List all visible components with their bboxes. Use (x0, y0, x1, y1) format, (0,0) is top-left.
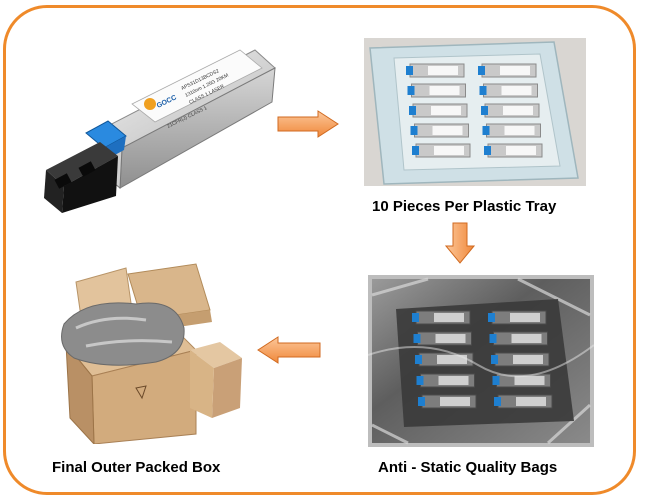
brand-logo-icon (144, 98, 156, 110)
module-blue-latch (410, 126, 418, 135)
module-blue-latch (409, 106, 416, 115)
module-blue-latch (479, 86, 487, 95)
arrow-left-icon (257, 336, 321, 364)
module-blue-latch (407, 86, 415, 95)
module-blue-latch (494, 397, 501, 406)
module-blue-latch (478, 66, 485, 75)
module-blue-latch (489, 334, 497, 343)
module-blue-latch (416, 376, 424, 385)
module-label-sticker (432, 126, 463, 135)
module-blue-latch (482, 126, 490, 135)
module-label-sticker (434, 146, 464, 155)
module-label-sticker (511, 334, 542, 343)
sfp-module-photo: GOCC APS31D13BCDS2 1310nm 1.25G 20KM CLA… (44, 49, 276, 213)
module-label-sticker (435, 334, 466, 343)
module-label-sticker (503, 106, 533, 115)
caption-anti-static-bags: Anti - Static Quality Bags (378, 459, 558, 476)
module-blue-latch (412, 146, 419, 155)
module-label-sticker (510, 313, 540, 322)
tray-modules (406, 63, 543, 158)
module-label-sticker (506, 146, 536, 155)
module-label-sticker (431, 106, 461, 115)
module-label-sticker (440, 397, 470, 406)
module-blue-latch (484, 146, 491, 155)
module-blue-latch (492, 376, 500, 385)
module-label-sticker (437, 355, 467, 364)
module-label-sticker (500, 66, 530, 75)
outer-box-photo (61, 263, 242, 444)
rounded-frame (3, 5, 636, 495)
module-label-sticker (428, 66, 458, 75)
module-blue-latch (415, 355, 422, 364)
module-blue-latch (406, 66, 413, 75)
module-blue-latch (491, 355, 498, 364)
module-blue-latch (488, 313, 495, 322)
module-blue-latch (418, 397, 425, 406)
module-label-sticker (513, 355, 543, 364)
module-label-sticker (504, 126, 535, 135)
caption-plastic-tray: 10 Pieces Per Plastic Tray (372, 198, 557, 215)
module-blue-latch (481, 106, 488, 115)
bag-modules (412, 310, 553, 409)
caption-outer-box: Final Outer Packed Box (52, 459, 221, 476)
module-label-sticker (429, 86, 460, 95)
warning-triangle-icon (135, 385, 147, 400)
module-blue-latch (413, 334, 421, 343)
anti-static-bag-photo (368, 275, 594, 447)
arrow-right-icon (277, 110, 339, 138)
plastic-tray-photo (364, 38, 586, 186)
module-label-sticker (514, 376, 545, 385)
module-label-sticker (501, 86, 532, 95)
module-blue-latch (412, 313, 419, 322)
module-label-sticker (434, 313, 464, 322)
module-label-sticker (516, 397, 546, 406)
arrow-down-icon (445, 222, 475, 264)
module-label-sticker (438, 376, 469, 385)
